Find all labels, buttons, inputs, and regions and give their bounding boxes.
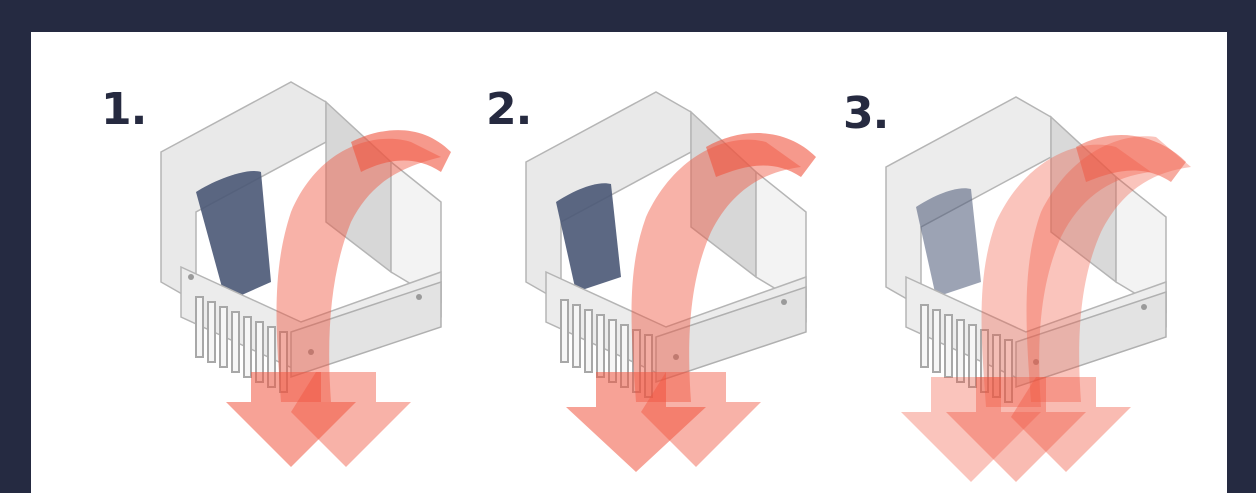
step-number-1: 1. — [101, 84, 147, 135]
heat-exchanger-airflow-3-illustration — [885, 96, 1191, 482]
heat-exchanger-airflow-2-illustration — [525, 91, 816, 472]
content-panel: 1. 2. — [31, 32, 1227, 493]
step-number-3: 3. — [843, 88, 889, 139]
heat-exchanger-airflow-1-illustration — [160, 81, 451, 467]
step-number-2: 2. — [486, 84, 532, 135]
